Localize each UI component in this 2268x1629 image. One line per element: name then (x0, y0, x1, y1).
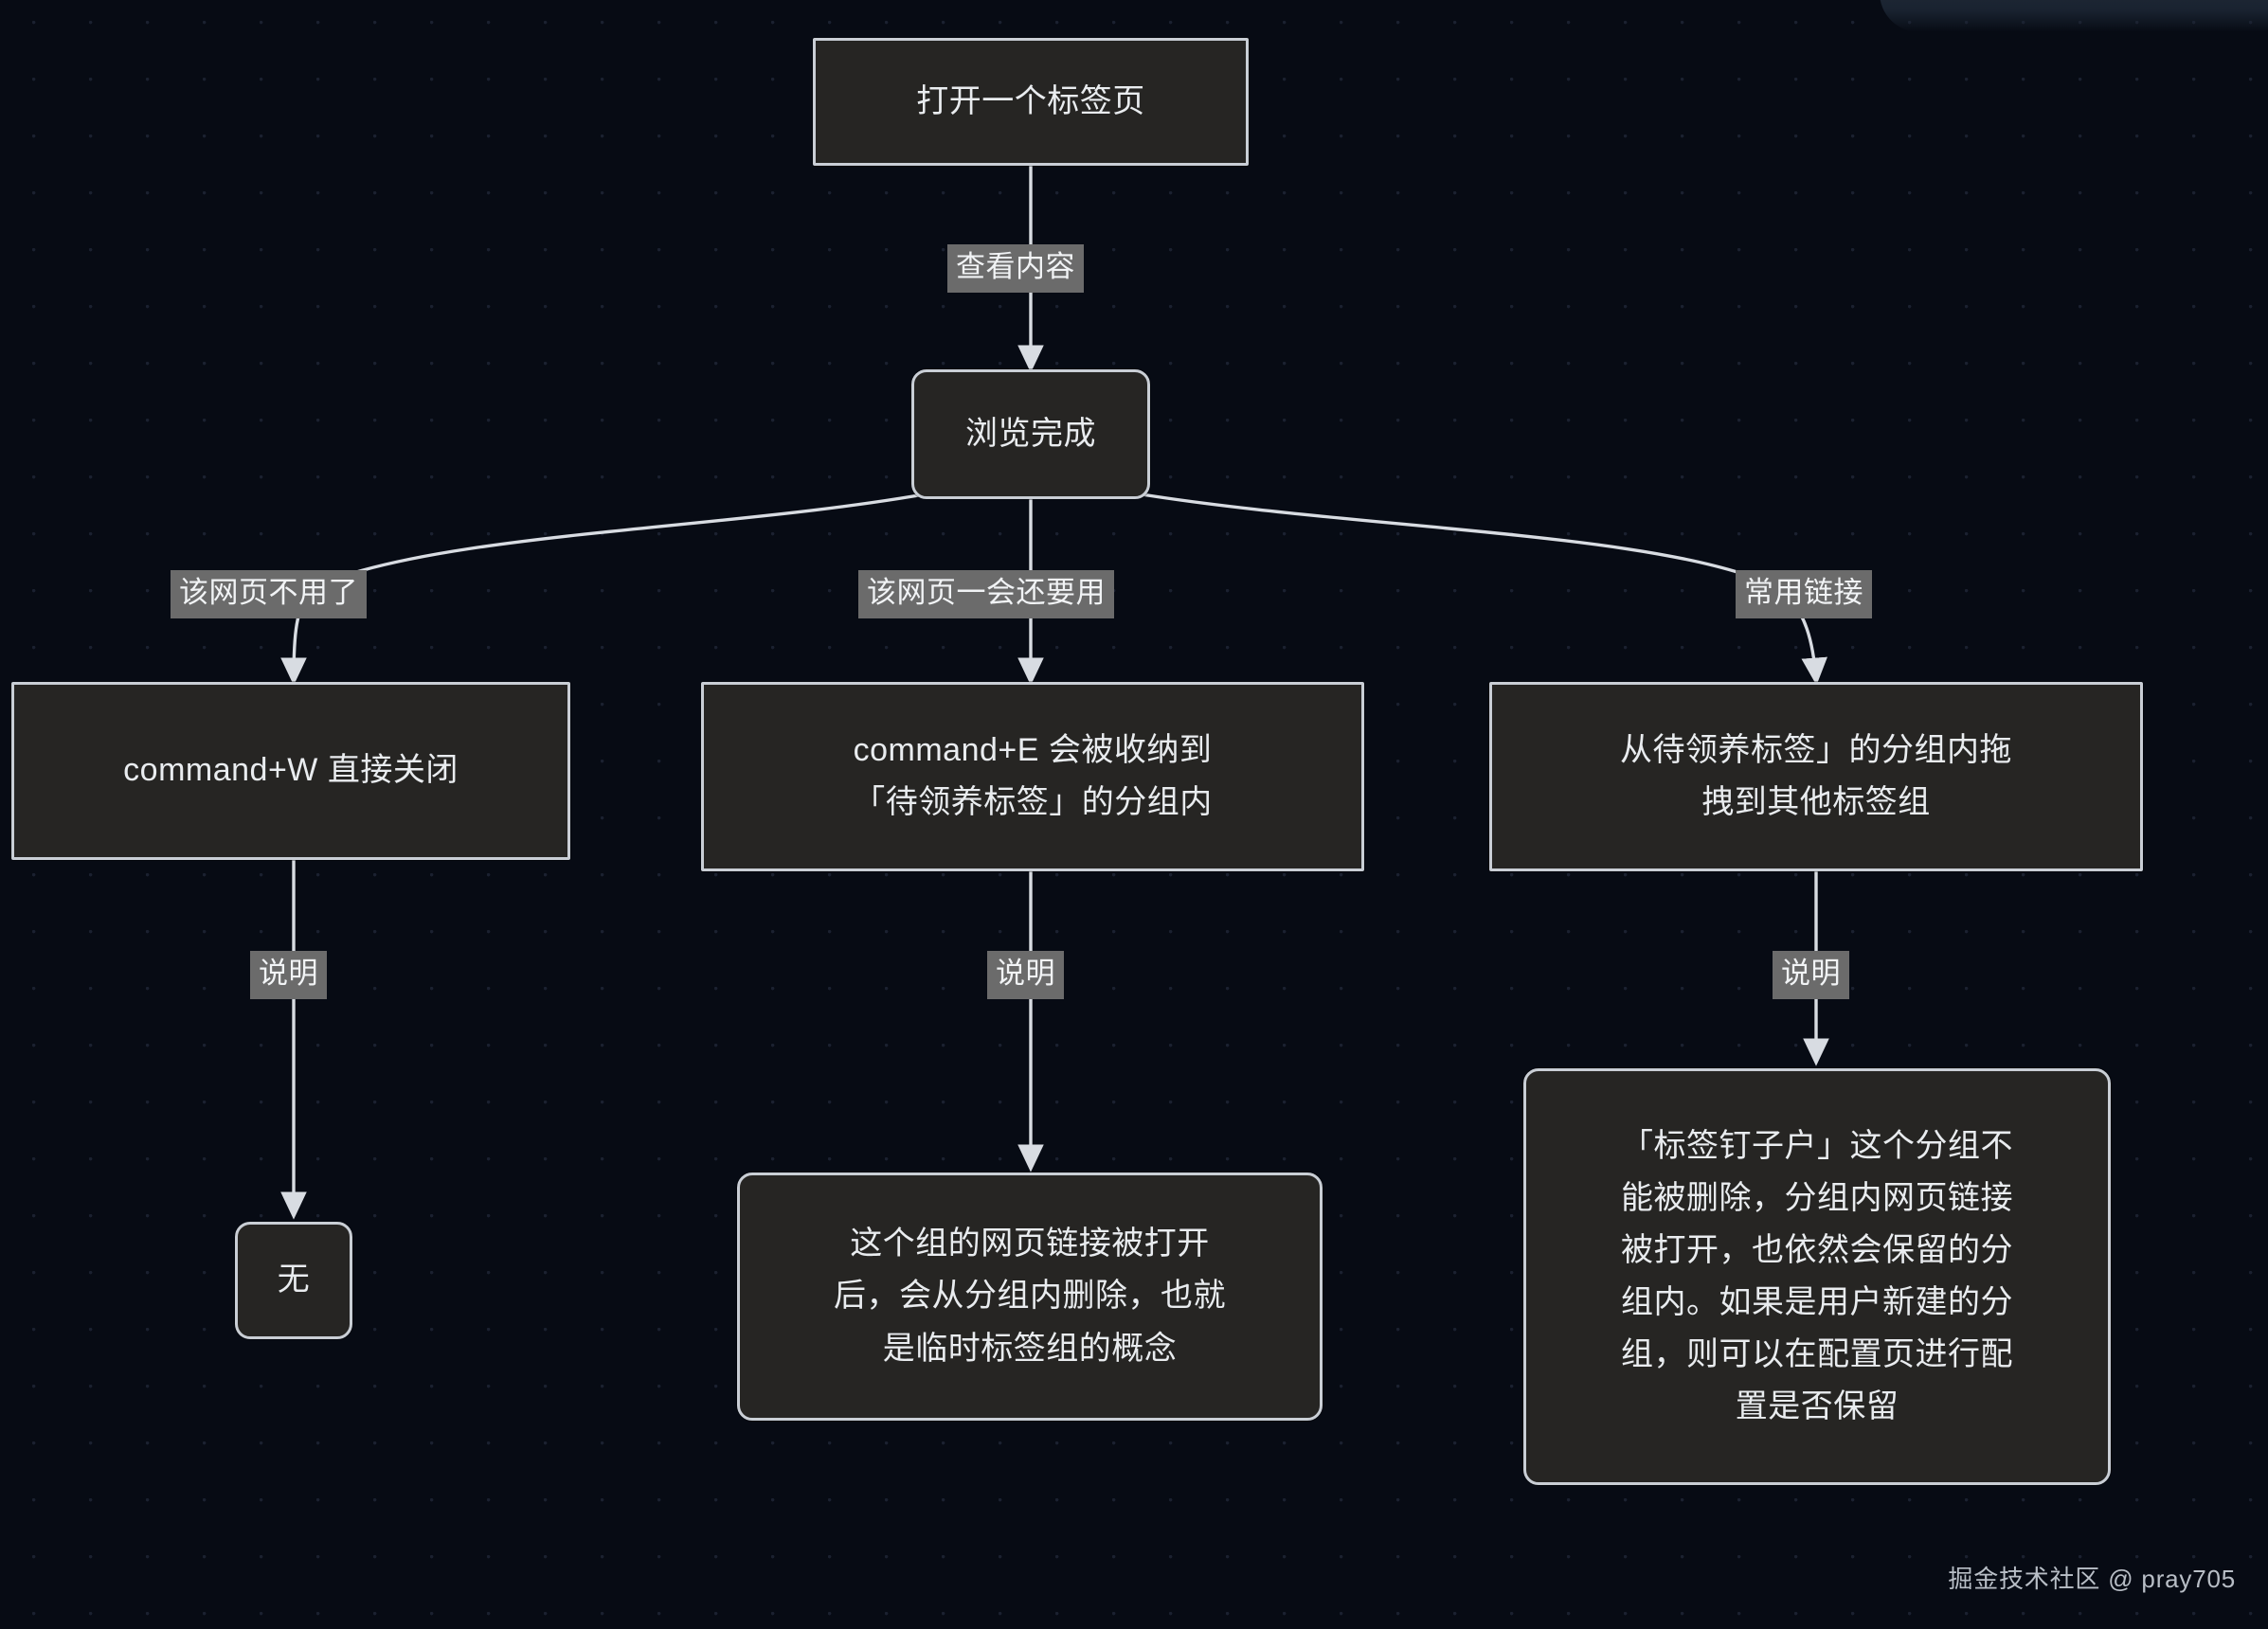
watermark: 掘金技术社区 @ pray705 (1948, 1565, 2236, 1593)
edge-label-note-middle: 说明 (987, 951, 1064, 999)
edge-n2-n5 (1112, 488, 1827, 686)
node-label: command+E 会被收纳到 「待领养标签」的分组内 (853, 731, 1213, 820)
edge-label-text: 该网页一会还要用 (867, 576, 1106, 609)
edge-label-text: 常用链接 (1744, 576, 1863, 609)
node-command-e-collect[interactable]: command+E 会被收纳到 「待领养标签」的分组内 (701, 682, 1364, 871)
edge-label-text: 说明 (996, 957, 1055, 990)
node-temp-group-explanation[interactable]: 这个组的网页链接被打开 后，会从分组内删除，也就 是临时标签组的概念 (737, 1173, 1323, 1421)
node-label: 从待领养标签」的分组内拖 拽到其他标签组 (1620, 731, 2012, 820)
edge-label-text: 查看内容 (956, 250, 1075, 283)
edge-n2-n3 (280, 488, 951, 686)
node-label: command+W 直接关闭 (123, 752, 459, 789)
edge-label-text: 说明 (1781, 957, 1841, 990)
edge-label-page-not-needed: 该网页不用了 (171, 570, 367, 618)
edge-label-page-needed-later: 该网页一会还要用 (858, 570, 1114, 618)
node-browsing-done[interactable]: 浏览完成 (911, 369, 1150, 499)
edge-label-note-right: 说明 (1773, 951, 1849, 999)
node-label: 这个组的网页链接被打开 后，会从分组内删除，也就 是临时标签组的概念 (834, 1226, 1226, 1367)
node-label: 「标签钉子户」这个分组不 能被删除，分组内网页链接 被打开，也依然会保留的分 组… (1621, 1127, 2013, 1425)
node-label: 无 (277, 1262, 311, 1298)
node-command-w-close[interactable]: command+W 直接关闭 (11, 682, 570, 860)
node-pinned-group-explanation[interactable]: 「标签钉子户」这个分组不 能被删除，分组内网页链接 被打开，也依然会保留的分 组… (1523, 1068, 2111, 1485)
edge-label-frequent-link: 常用链接 (1736, 570, 1872, 618)
edge-label-note-left: 说明 (250, 951, 327, 999)
node-label: 浏览完成 (965, 415, 1096, 452)
node-label: 打开一个标签页 (916, 82, 1145, 119)
edge-label-view-content: 查看内容 (947, 244, 1084, 293)
node-none[interactable]: 无 (235, 1222, 352, 1339)
edge-label-text: 该网页不用了 (179, 576, 358, 609)
node-open-tab[interactable]: 打开一个标签页 (813, 38, 1249, 166)
edge-label-text: 说明 (259, 957, 318, 990)
node-drag-to-other-group[interactable]: 从待领养标签」的分组内拖 拽到其他标签组 (1489, 682, 2143, 871)
